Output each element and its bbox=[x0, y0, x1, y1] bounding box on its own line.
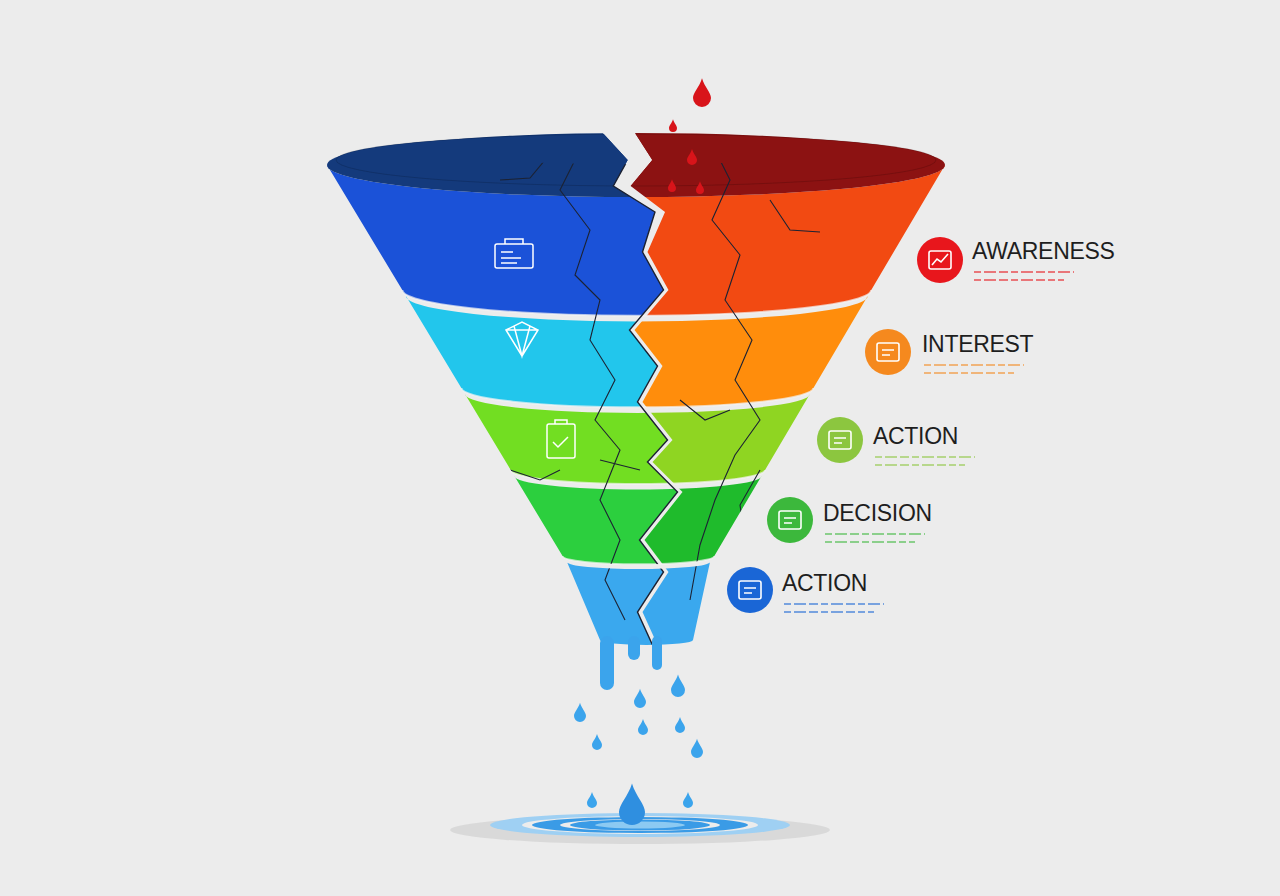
water-ripple bbox=[595, 822, 685, 829]
red-drop bbox=[687, 149, 697, 165]
water-drop bbox=[691, 739, 703, 758]
funnel-band bbox=[514, 476, 761, 564]
stage-label: INTEREST bbox=[922, 331, 1033, 357]
glyph-shape bbox=[882, 350, 894, 355]
placeholder-text-line bbox=[825, 533, 925, 535]
funnel-spout bbox=[567, 562, 710, 645]
water-drop bbox=[671, 675, 685, 697]
funnel-band bbox=[406, 296, 868, 407]
placeholder-text-line bbox=[924, 364, 1024, 366]
band-seam bbox=[402, 290, 871, 316]
band-icons bbox=[495, 239, 575, 458]
placeholder-text-line bbox=[924, 372, 1014, 374]
icon-shape bbox=[501, 239, 523, 263]
icon-shape bbox=[547, 424, 575, 458]
placeholder-text-line bbox=[784, 611, 874, 613]
glyph-shape bbox=[932, 254, 948, 265]
drip bbox=[600, 636, 614, 690]
stage-icon-circle bbox=[817, 417, 863, 463]
glyph-shape bbox=[829, 431, 851, 449]
red-drop bbox=[668, 179, 676, 192]
stage-label: DECISION bbox=[823, 500, 932, 526]
crack-line bbox=[510, 470, 560, 480]
crack-line bbox=[690, 150, 760, 600]
crack-line bbox=[600, 460, 640, 470]
stage-icon-glyph bbox=[739, 581, 761, 599]
crack-line bbox=[500, 160, 545, 180]
icon-shape bbox=[553, 420, 568, 447]
icon-shape bbox=[495, 244, 533, 268]
glyph-shape bbox=[834, 438, 846, 443]
water-drop bbox=[638, 719, 648, 735]
crack-line bbox=[770, 200, 820, 232]
funnel-rim bbox=[327, 133, 945, 197]
crack-line bbox=[598, 128, 677, 645]
drip bbox=[652, 636, 662, 670]
stage-icon-circle bbox=[767, 497, 813, 543]
stage-icon-glyph bbox=[829, 431, 851, 449]
funnel-spout bbox=[567, 562, 710, 645]
stage-icon-glyph bbox=[779, 511, 801, 529]
red-drop bbox=[693, 78, 711, 107]
crack-line bbox=[740, 470, 760, 540]
water-drop bbox=[675, 717, 685, 733]
stage-icon-glyph bbox=[929, 251, 951, 269]
funnel-rim bbox=[327, 133, 945, 197]
glyph-shape bbox=[784, 518, 796, 523]
stage-label: AWARENESS bbox=[972, 238, 1115, 264]
water-drop bbox=[587, 792, 597, 808]
glyph-shape bbox=[739, 581, 761, 599]
drip bbox=[628, 636, 640, 660]
glyph-shape bbox=[929, 251, 951, 269]
water-drop bbox=[592, 734, 602, 750]
funnel-band bbox=[406, 296, 868, 407]
glyph-shape bbox=[877, 343, 899, 361]
water-drop bbox=[619, 783, 645, 825]
band-seam bbox=[563, 556, 715, 564]
placeholder-text-line bbox=[875, 464, 965, 466]
stage-icon-circle bbox=[727, 567, 773, 613]
placeholder-text-line bbox=[784, 603, 884, 605]
water-drop bbox=[634, 689, 646, 708]
icon-shape bbox=[506, 322, 538, 356]
stage-icon-glyph bbox=[877, 343, 899, 361]
stage-label: ACTION bbox=[782, 570, 867, 596]
placeholder-text-line bbox=[974, 271, 1074, 273]
water-drop bbox=[574, 703, 586, 722]
stage-label: ACTION bbox=[873, 423, 958, 449]
placeholder-text-line bbox=[825, 541, 915, 543]
glyph-shape bbox=[779, 511, 801, 529]
stage-icon-circle bbox=[917, 237, 963, 283]
band-seam bbox=[461, 388, 813, 407]
water-drop bbox=[683, 792, 693, 808]
funnel-left-half bbox=[327, 133, 945, 645]
funnel-right-half bbox=[327, 133, 945, 645]
funnel-inner bbox=[336, 134, 936, 186]
red-drop bbox=[669, 119, 677, 132]
crack-line bbox=[560, 135, 625, 620]
placeholder-text-line bbox=[875, 456, 975, 458]
crack-line bbox=[680, 400, 730, 420]
red-drop bbox=[696, 181, 704, 194]
stage-icon-circle bbox=[865, 329, 911, 375]
glyph-shape bbox=[744, 588, 756, 593]
funnel-band bbox=[514, 476, 761, 564]
placeholder-text-line bbox=[974, 279, 1064, 281]
funnel-inner bbox=[336, 134, 936, 186]
